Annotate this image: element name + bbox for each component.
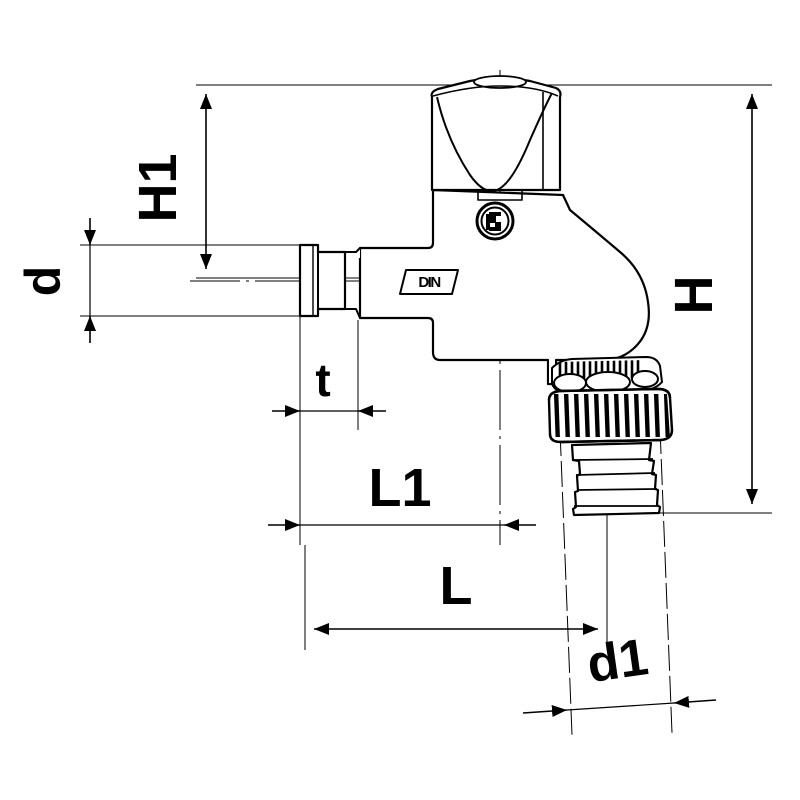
dim-line-d1-left bbox=[522, 705, 568, 718]
dim-label-L: L bbox=[440, 556, 473, 616]
barb-ribs bbox=[573, 458, 659, 507]
inlet-spout bbox=[298, 243, 347, 318]
knurl-teeth bbox=[553, 394, 670, 437]
knurled-ring-bottom-rim bbox=[548, 429, 674, 444]
knurled-ring-top-rim bbox=[547, 387, 672, 401]
logo-badge bbox=[475, 201, 515, 241]
dimension-lines bbox=[84, 94, 758, 718]
dim-label-d1: d1 bbox=[584, 628, 652, 694]
dim-label-t: t bbox=[315, 354, 330, 406]
js-monogram-icon bbox=[486, 212, 501, 231]
collar-lobe-left bbox=[553, 373, 587, 393]
din-badge bbox=[399, 269, 459, 295]
dim-line-d1-right bbox=[673, 695, 717, 708]
spout-taper-lower bbox=[345, 308, 361, 319]
hose-barb-nozzle bbox=[570, 441, 662, 517]
dim-label-L1: L1 bbox=[368, 458, 431, 518]
handle-top-cap bbox=[473, 75, 527, 89]
dim-label-H1: H1 bbox=[128, 153, 188, 222]
dim-label-d: d bbox=[15, 266, 71, 297]
bib-tap-drawing bbox=[298, 75, 674, 517]
handle-knob-outline bbox=[430, 76, 562, 192]
collar-lobe-right bbox=[631, 370, 659, 388]
ext-line-d1-right bbox=[659, 427, 673, 734]
spout-taper bbox=[345, 247, 361, 253]
dim-label-H: H bbox=[664, 276, 724, 315]
din-badge-label: DIN bbox=[418, 274, 440, 291]
dim-line-d1-span bbox=[566, 702, 675, 711]
ext-line-d1-left bbox=[559, 429, 573, 736]
spindle-stub bbox=[477, 190, 523, 201]
handle-top-crease bbox=[432, 85, 559, 97]
